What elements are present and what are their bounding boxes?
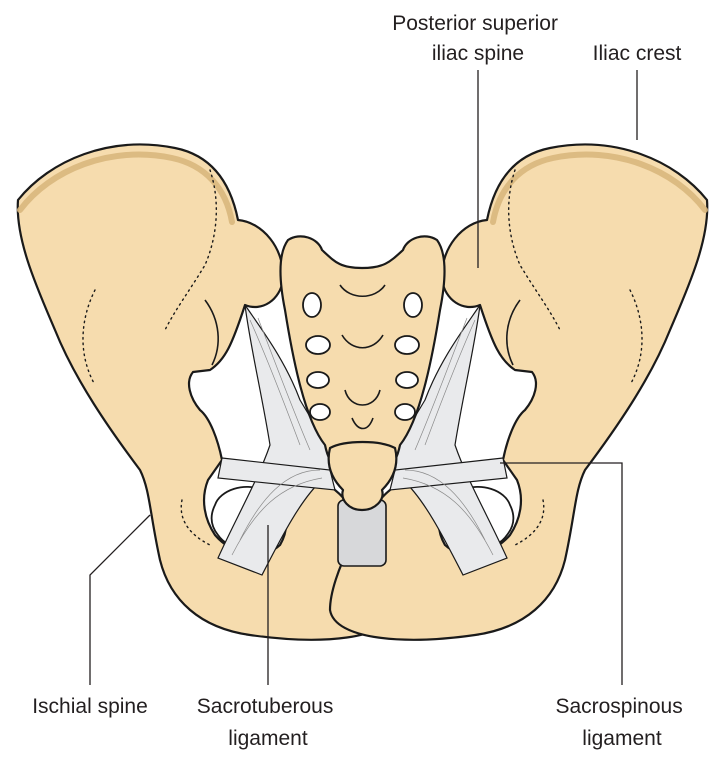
label-ischial-spine: Ischial spine: [32, 695, 148, 718]
label-psis-line-1: Posterior superior: [392, 12, 558, 35]
label-sacrospinous-line-1: Sacrospinous: [555, 695, 682, 718]
label-sacrospinous-line-2: ligament: [582, 727, 662, 750]
leader-sacrospinous-ligament: [500, 462, 623, 685]
label-ischial-spine-line-1: Ischial spine: [32, 695, 148, 718]
label-sacrotuberous-ligament: Sacrotuberous ligament: [197, 695, 339, 750]
sacrum: [279, 235, 446, 512]
left-ligaments: [217, 304, 339, 576]
label-iliac-crest: Iliac crest: [593, 42, 682, 65]
label-iliac-crest-line-1: Iliac crest: [593, 42, 682, 65]
label-sacrotuberous-line-1: Sacrotuberous: [197, 695, 334, 718]
label-sacrotuberous-line-2: ligament: [228, 727, 308, 750]
label-sacrospinous-ligament: Sacrospinous ligament: [555, 695, 688, 750]
leader-lines: [89, 70, 638, 685]
label-posterior-superior-iliac-spine: Posterior superior iliac spine: [392, 12, 564, 65]
leader-ischial-spine: [89, 514, 151, 685]
label-psis-line-2: iliac spine: [432, 42, 524, 65]
right-ligaments: [386, 304, 508, 576]
